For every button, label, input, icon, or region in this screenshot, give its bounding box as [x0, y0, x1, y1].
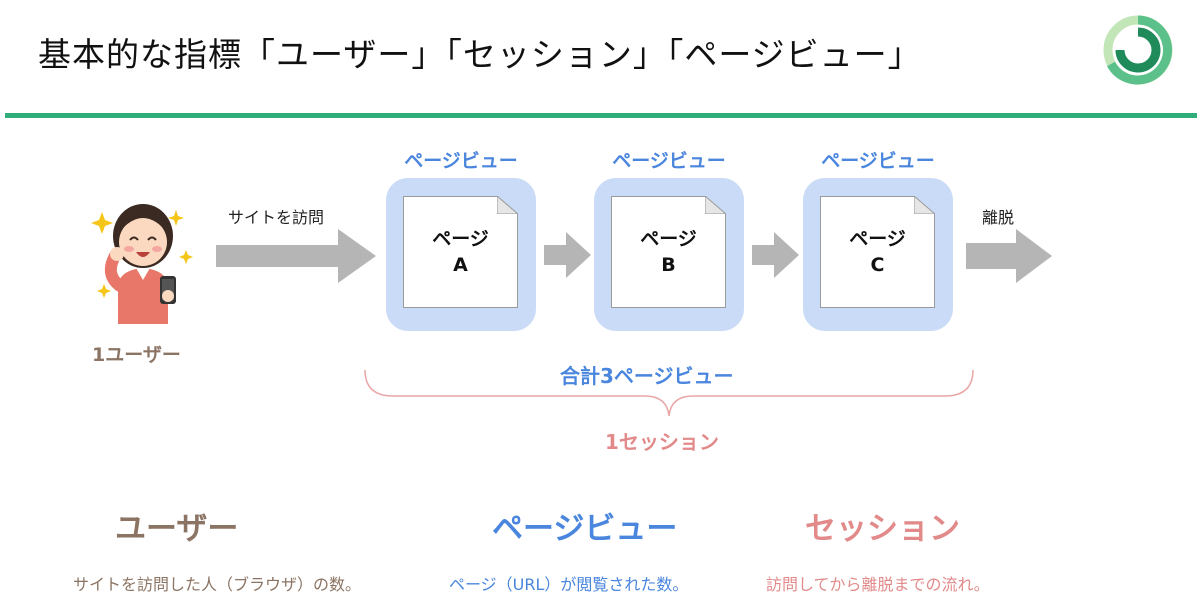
right-arrow-icon — [544, 232, 591, 278]
pageview-label-b: ページビュー — [612, 150, 726, 172]
page-fold-icon — [914, 196, 935, 214]
page-fold-icon — [705, 196, 726, 214]
right-arrow-icon — [966, 229, 1052, 283]
page-label-line2: C — [870, 254, 885, 276]
page-label-line2: B — [661, 254, 676, 276]
page-label-b: ページ B — [611, 226, 726, 278]
page-document-a — [403, 196, 518, 308]
desc-pageview: ページ（URL）が閲覧された数。 — [449, 575, 689, 594]
right-arrow-icon — [216, 229, 376, 283]
page-label-c: ページ C — [820, 226, 935, 278]
pageview-label-a: ページビュー — [404, 150, 518, 172]
right-arrow-icon — [752, 232, 799, 278]
session-label: 1セッション — [605, 430, 719, 454]
title-divider — [5, 113, 1197, 118]
page-label-line2: A — [453, 254, 468, 276]
page-label-line1: ページ — [849, 228, 906, 250]
page-document-c — [820, 196, 935, 308]
visit-label: サイトを訪問 — [228, 208, 325, 227]
page-frame-b: ページ B — [594, 178, 744, 331]
page-label-line1: ページ — [432, 228, 489, 250]
total-pageviews-label: 合計3ページビュー — [560, 364, 734, 388]
page-title: 基本的な指標「ユーザー」「セッション」「ページビュー」 — [38, 35, 922, 74]
user-with-phone-icon — [91, 204, 193, 324]
term-user: ユーザー — [115, 511, 239, 547]
term-pageview: ページビュー — [492, 511, 678, 547]
user-caption: 1ユーザー — [92, 344, 181, 366]
curly-brace-icon — [364, 369, 974, 417]
term-session: セッション — [805, 511, 960, 547]
exit-label: 離脱 — [982, 208, 1015, 227]
page-frame-a: ページ A — [386, 178, 536, 331]
page-frame-c: ページ C — [803, 178, 953, 331]
page-label-line1: ページ — [640, 228, 697, 250]
desc-user: サイトを訪問した人（ブラウザ）の数。 — [73, 575, 362, 594]
page-label-a: ページ A — [403, 226, 518, 278]
pageview-label-c: ページビュー — [821, 150, 935, 172]
circular-logo-icon — [1103, 15, 1173, 85]
desc-session: 訪問してから離脱までの流れ。 — [766, 575, 990, 594]
page-document-b — [611, 196, 726, 308]
page-fold-icon — [497, 196, 518, 214]
